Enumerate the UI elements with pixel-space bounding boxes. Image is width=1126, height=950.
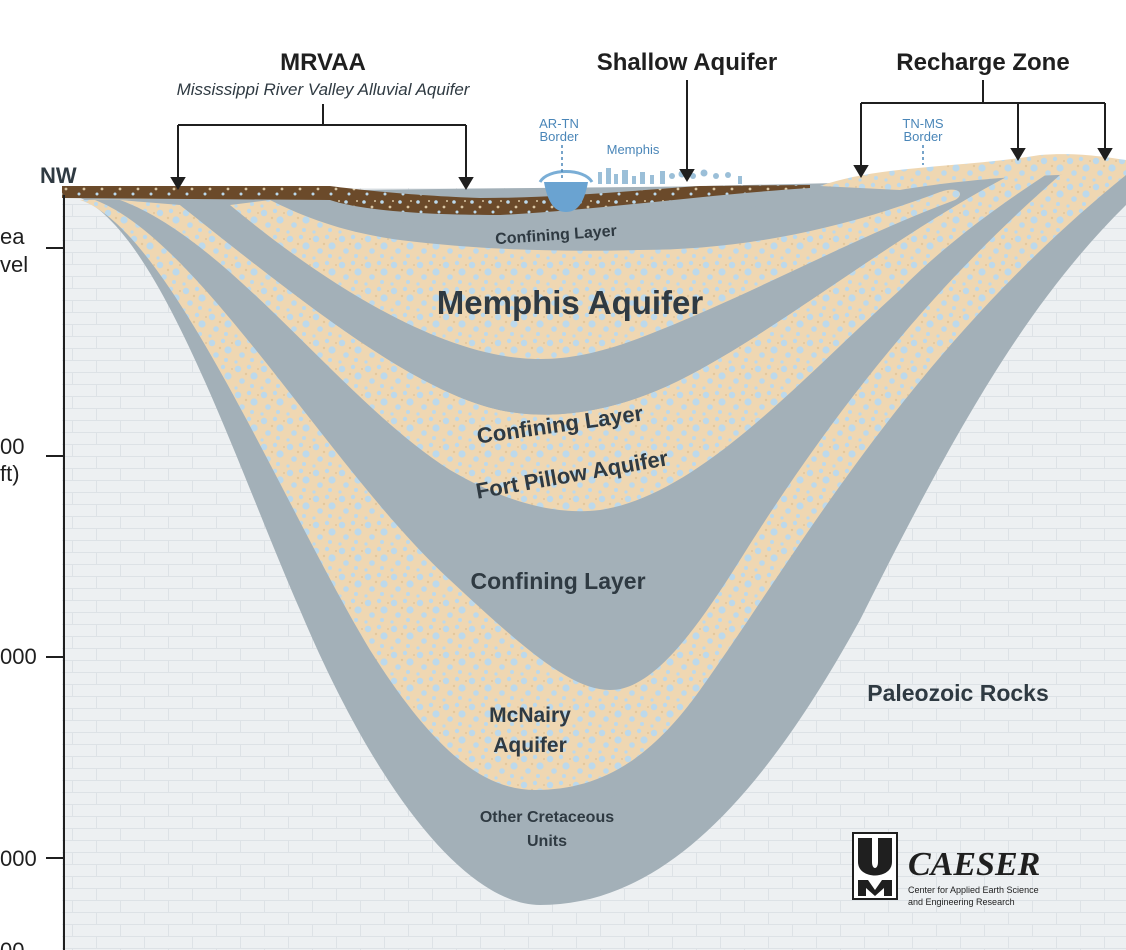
recharge-zone-title: Recharge Zone (896, 49, 1069, 76)
other-cretaceous-label-2: Units (527, 833, 567, 850)
alluvial-surface (62, 185, 810, 215)
fort-pillow-shape (120, 170, 1050, 512)
mrvaa-subtitle: Mississippi River Valley Alluvial Aquife… (177, 80, 471, 99)
memphis-aquifer-label: Memphis Aquifer (437, 284, 704, 321)
recharge-surface (820, 154, 1126, 190)
caeser-logo-sub-1: Center for Applied Earth Science (908, 885, 1039, 895)
depth-tick-1-unit: ft) (0, 461, 20, 486)
depth-tick-1: 00 (0, 434, 24, 459)
recharge-zone-bracket (853, 80, 1113, 178)
memphis-city-label: Memphis (607, 142, 660, 157)
paleozoic-rocks-label: Paleozoic Rocks (867, 680, 1049, 706)
shallow-aquifer-title: Shallow Aquifer (597, 49, 777, 76)
caeser-logo-name: CAESER (908, 846, 1040, 883)
caeser-logo: CAESER Center for Applied Earth Science … (852, 832, 1040, 907)
mrvaa-title: MRVAA (280, 49, 366, 76)
depth-tick-2: 000 (0, 644, 37, 669)
depth-tick-4: 00 (0, 938, 24, 950)
tn-ms-border-label-1: TN-MS (902, 116, 943, 131)
caeser-logo-sub-2: and Engineering Research (908, 897, 1015, 907)
other-cretaceous-shape (480, 790, 625, 880)
tn-ms-border-label-2: Border (903, 129, 943, 144)
memphis-skyline-icon (598, 168, 742, 184)
ar-tn-border-label-2: Border (539, 129, 579, 144)
middle-confining-shape (180, 170, 1020, 415)
memphis-aquifer-shape (230, 189, 960, 360)
shallow-aquifer-arrow (679, 80, 695, 182)
confining-layer-lower-label: Confining Layer (470, 568, 645, 594)
mcnairy-label-2: Aquifer (493, 734, 567, 757)
sea-level-label-2: vel (0, 252, 28, 277)
other-cretaceous-label-1: Other Cretaceous (480, 809, 614, 826)
depth-axis-ticks (46, 247, 64, 859)
mcnairy-label-1: McNairy (489, 704, 571, 727)
nw-direction-label: NW (40, 163, 77, 188)
mississippi-river (544, 182, 588, 212)
ar-tn-border-label-1: AR-TN (539, 116, 579, 131)
sea-level-label-1: ea (0, 224, 25, 249)
depth-tick-3: 000 (0, 846, 37, 871)
river-bridge (538, 170, 594, 183)
mrvaa-bracket (170, 104, 474, 190)
